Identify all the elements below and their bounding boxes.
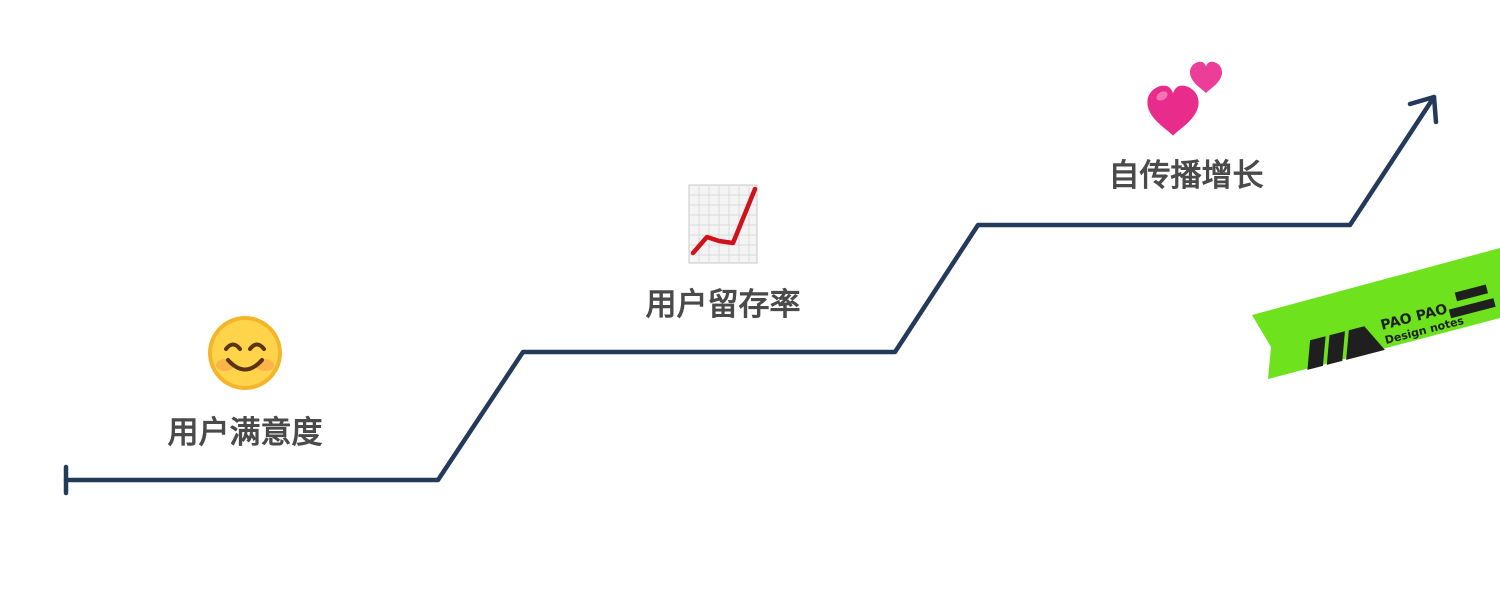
chart-increasing-icon (688, 184, 758, 264)
brand-logo-icon (1307, 284, 1496, 370)
staircase-line (63, 94, 1437, 483)
arrowhead (1407, 94, 1439, 125)
step-label-satisfaction: 用户满意度 (168, 415, 323, 451)
two-hearts-icon (1147, 61, 1222, 136)
step-label-retention: 用户留存率 (646, 287, 801, 323)
brand-badge: PAO PAO Design notes (1252, 248, 1500, 379)
step-label-viral-growth: 自传播增长 (1109, 158, 1264, 194)
smiling-face-icon (208, 316, 282, 390)
